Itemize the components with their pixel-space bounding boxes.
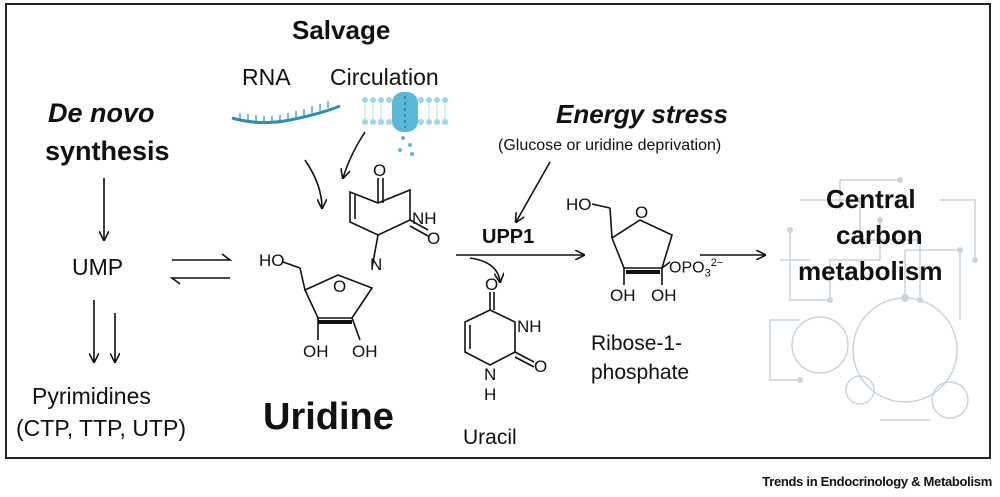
uridine-structure [282,178,429,341]
uracil-atom-o-top: O [485,275,499,294]
rna-bases [239,101,329,123]
uracil-structure [464,292,535,368]
energy-stress-label: Energy stress [556,99,728,129]
uridine-atom-n: N [370,255,383,274]
rna-label: RNA [242,64,291,90]
metabolism-label: metabolism [798,256,943,286]
r1p-phosphate-group: OPO32− [669,258,723,280]
uridine-atom-ho: HO [259,251,285,270]
r1p-atom-oh-right: OH [651,286,677,305]
uridine-atom-o-top: O [373,161,387,180]
uridine-atom-oh-right: OH [352,342,378,361]
uridine-atom-ring-o: O [333,277,347,296]
arrow-to-uracil [469,257,500,282]
pyrimidines-list-label: (CTP, TTP, UTP) [16,415,186,441]
central-label: Central [826,184,916,214]
uridine-atom-nh: NH [412,209,437,228]
r1p-opo-sup: 2− [710,257,724,269]
uridine-atom-oh-left: OH [303,342,329,361]
r1p-opo-sub: 3 [704,267,711,280]
arrow-energy-stress-to-upp1 [516,161,551,222]
r1p-atom-ho: HO [566,195,592,214]
circulation-label: Circulation [330,64,439,90]
ribose-1-phosphate-structure [591,203,673,285]
membrane-transporter-icon [362,92,448,156]
arrow-rna-to-uridine [304,159,322,208]
ump-label: UMP [72,254,124,280]
arrow-uridine-to-ump [169,277,230,285]
salvage-label: Salvage [292,15,391,45]
ribose-1-phosphate-label-line1: Ribose-1- [591,332,683,355]
upp1-label: UPP1 [482,226,535,248]
r1p-opo: OPO [669,259,705,277]
r1p-atom-oh-left: OH [610,286,636,305]
uracil-label: Uracil [463,426,517,449]
uracil-atom-n: N [484,365,497,384]
carbon-label: carbon [836,220,923,250]
uridine-label: Uridine [263,396,394,438]
diagram-frame [5,3,991,459]
pyrimidines-label: Pyrimidines [32,383,151,409]
deprivation-label: (Glucose or uridine deprivation) [498,137,722,154]
synthesis-label: synthesis [45,136,170,166]
rna-strand-icon [231,104,341,125]
r1p-atom-ring-o: O [635,203,649,222]
journal-footer: Trends in Endocrinology & Metabolism [762,474,992,489]
de-novo-label: De novo [48,98,155,128]
uracil-atom-o-right: O [534,357,548,376]
arrow-ump-to-uridine [172,253,233,261]
uracil-atom-h: H [484,385,497,404]
arrow-circulation-to-uridine [343,131,366,178]
uracil-atom-nh: NH [517,317,542,336]
ribose-1-phosphate-label-line2: phosphate [591,361,690,384]
uridine-atom-o-right: O [427,229,441,248]
